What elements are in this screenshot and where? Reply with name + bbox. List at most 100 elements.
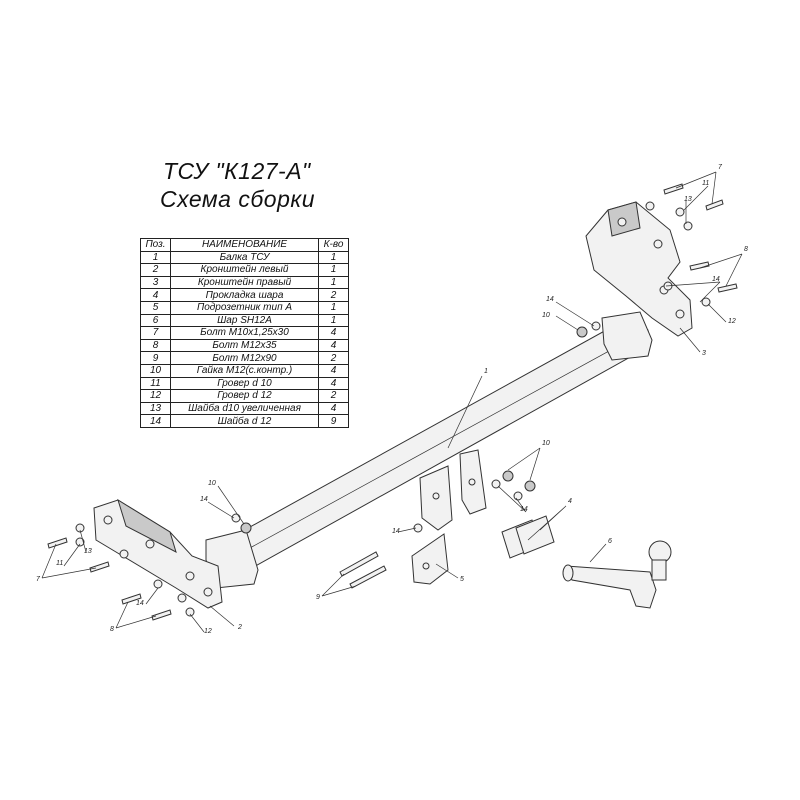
cell-pos: 8: [140, 338, 171, 353]
callout-10-left: 10: [208, 480, 216, 487]
bolt: [121, 593, 142, 605]
cell-name: Балка ТСУ: [170, 250, 319, 265]
cell-qty: 1: [318, 313, 349, 328]
washer: [75, 537, 85, 547]
leader-line: [527, 505, 567, 541]
cell-name: Шайба d 12: [170, 414, 319, 428]
leader-line: [555, 315, 579, 331]
cell-pos: 10: [140, 363, 171, 378]
header-qty: К-во: [318, 238, 349, 252]
cell-qty: 4: [318, 326, 349, 340]
cell-name: Болт М12х90: [170, 351, 319, 365]
bolt: [663, 183, 684, 195]
callout-4: 4: [568, 498, 572, 505]
cell-qty: 4: [318, 338, 349, 353]
cell-name: Болт М10х1,25х30: [170, 326, 319, 340]
washer: [683, 221, 693, 231]
cell-qty: 4: [318, 401, 349, 416]
bolt: [705, 199, 724, 211]
callout-1: 1: [484, 368, 488, 375]
tow-ball-cylinder-end: [562, 564, 574, 582]
left-bracket-hole: [145, 539, 155, 549]
washer: [153, 579, 163, 589]
callout-2: 2: [238, 624, 242, 631]
cell-pos: 13: [140, 401, 171, 416]
cell-pos: 7: [140, 326, 171, 340]
callout-14-bracket: 14: [712, 276, 720, 283]
leader-line: [189, 613, 205, 633]
nut: [240, 522, 252, 534]
washer: [185, 607, 195, 617]
cell-pos: 14: [140, 414, 171, 428]
leader-line: [683, 185, 709, 211]
bolt: [717, 283, 738, 293]
callout-8-right: 8: [744, 246, 748, 253]
left-bracket-hole: [103, 515, 113, 525]
cell-qty: 4: [318, 363, 349, 378]
cell-qty: 1: [318, 263, 349, 277]
cell-pos: 1: [140, 250, 171, 265]
leader-line: [435, 563, 459, 579]
cell-name: Шайба d10 увеличенная: [170, 401, 319, 416]
washer: [645, 201, 655, 211]
diagram-subtitle: Схема сборки: [160, 186, 316, 212]
washer: [513, 491, 523, 501]
callout-14-socket: 14: [392, 528, 400, 535]
cell-name: Гайка М12(с.контр.): [170, 363, 319, 378]
right-bracket-hole: [675, 309, 685, 319]
cell-pos: 2: [140, 263, 171, 277]
callout-13-right: 13: [684, 196, 692, 203]
cell-name: Болт М12х35: [170, 338, 319, 353]
left-bracket-hole: [185, 571, 195, 581]
cell-qty: 1: [318, 250, 349, 265]
leader-line: [207, 501, 235, 519]
parts-table-header: Поз. НАИМЕНОВАНИЕ К-во: [140, 238, 349, 252]
cell-pos: 12: [140, 389, 171, 403]
callout-12-left: 12: [204, 628, 212, 635]
bolt: [47, 537, 68, 549]
leader-line: [555, 301, 595, 327]
leader-line: [707, 303, 727, 323]
callout-5: 5: [460, 576, 464, 583]
ball-mount-hole: [432, 492, 440, 500]
leader-line: [675, 171, 717, 205]
washer: [591, 321, 601, 331]
cell-name: Шар SH12A: [170, 313, 319, 328]
cell-pos: 3: [140, 275, 171, 290]
callout-12-right: 12: [728, 318, 736, 325]
beam-right-plate: [601, 311, 653, 361]
leader-line: [447, 375, 483, 449]
washer: [413, 523, 423, 533]
ball-mount-hole: [468, 478, 476, 486]
leader-line: [41, 543, 97, 579]
leader-line: [397, 527, 417, 533]
cell-qty: 1: [318, 275, 349, 290]
leader-line: [115, 601, 157, 629]
callout-3: 3: [702, 350, 706, 357]
leader-line: [321, 573, 357, 597]
leader-line: [507, 447, 541, 481]
washer: [119, 549, 129, 559]
left-bracket-hole: [203, 587, 213, 597]
cell-qty: 2: [318, 389, 349, 403]
cell-name: Прокладка шара: [170, 288, 319, 302]
cell-qty: 9: [318, 414, 349, 428]
callout-11-right: 11: [702, 180, 710, 187]
leader-line: [497, 485, 527, 513]
callout-11-left: 11: [56, 560, 64, 567]
cell-pos: 9: [140, 351, 171, 365]
diagram-title: ТСУ "К127-А": [163, 158, 311, 184]
